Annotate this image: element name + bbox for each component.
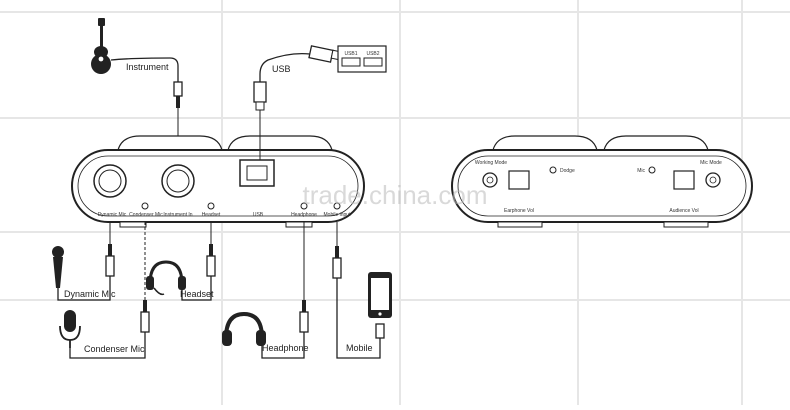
mobile-plug bbox=[332, 222, 342, 279]
front-jack-dynamic-mic bbox=[93, 164, 127, 198]
back-label-dodge: Dodge bbox=[560, 168, 575, 174]
port-label-condenser-mic: Condenser Mic bbox=[129, 212, 163, 218]
instrument-plug bbox=[173, 81, 183, 136]
instrument-cable bbox=[110, 57, 179, 82]
front-jack-mobile-input bbox=[333, 202, 341, 210]
front-jack-headset bbox=[207, 202, 215, 210]
back-label-mic: Mic bbox=[637, 168, 645, 174]
front-jack-instrument-in bbox=[161, 164, 195, 198]
headphone-icon bbox=[222, 311, 266, 346]
mobile-cable bbox=[336, 278, 381, 359]
headset-plug bbox=[206, 222, 216, 277]
label-usb: USB bbox=[272, 64, 291, 74]
label-usb1: USB1 bbox=[344, 51, 357, 57]
port-label-dynamic-mic: Dynamic Mic bbox=[98, 212, 127, 218]
dynamic-mic-cable bbox=[57, 276, 111, 301]
port-label-mobile-input: Mobile input bbox=[324, 212, 352, 218]
condenser-mic-plug bbox=[140, 222, 150, 333]
port-label-instrument-in: Instrument In bbox=[163, 212, 192, 218]
watermark: trade.china.com bbox=[303, 180, 488, 210]
port-label-headphone: Headphone bbox=[291, 212, 317, 218]
condenser-mic-cable bbox=[69, 332, 146, 359]
label-dynamic-mic: Dynamic Mic bbox=[64, 289, 116, 299]
usb-plug-icon bbox=[308, 45, 342, 63]
dynamic-mic-icon bbox=[52, 246, 64, 288]
guitar-icon bbox=[91, 18, 111, 74]
usb-b-plug bbox=[253, 81, 267, 160]
back-label-earphone-vol: Earphone Vol bbox=[504, 208, 534, 214]
front-jack-condenser-mic bbox=[141, 202, 149, 210]
label-headphone: Headphone bbox=[262, 343, 309, 353]
headphone-cable bbox=[261, 332, 305, 359]
usb-cable bbox=[259, 52, 311, 82]
dynamic-mic-plug bbox=[105, 222, 115, 277]
back-label-audience-vol: Audience Vol bbox=[669, 208, 698, 214]
back-label-working-mode: Working Mode bbox=[475, 160, 507, 166]
computer-usb-ports-icon bbox=[337, 45, 387, 73]
label-mobile: Mobile bbox=[346, 343, 373, 353]
label-condenser-mic: Condenser Mic bbox=[84, 344, 145, 354]
back-label-mic-mode: Mic Mode bbox=[700, 160, 722, 166]
front-jack-headphone bbox=[300, 202, 308, 210]
headset-cable bbox=[181, 276, 212, 301]
label-usb2: USB2 bbox=[366, 51, 379, 57]
headphone-plug bbox=[299, 222, 309, 333]
port-label-usb: USB bbox=[253, 212, 264, 218]
headset-icon bbox=[146, 260, 186, 296]
mobile-phone-icon bbox=[368, 272, 392, 318]
condenser-mic-icon bbox=[59, 310, 81, 348]
port-label-headset: Headset bbox=[202, 212, 221, 218]
back-controls bbox=[482, 166, 721, 190]
mobile-lower-plug bbox=[375, 323, 385, 356]
label-headset: Headset bbox=[180, 289, 214, 299]
label-instrument: Instrument bbox=[126, 62, 169, 72]
front-port-usb bbox=[239, 159, 275, 187]
